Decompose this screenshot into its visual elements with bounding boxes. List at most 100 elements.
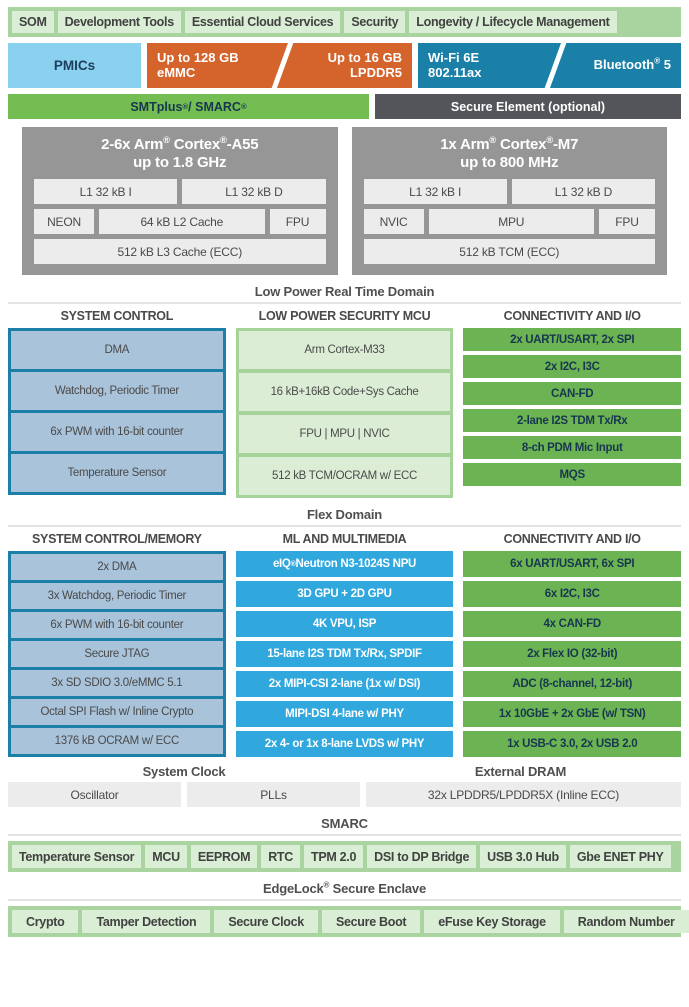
domain-item: 4K VPU, ISP (235, 611, 454, 638)
domain-item: DMA (11, 331, 223, 370)
smarc-section-title: SMARC (321, 816, 368, 832)
domain-item: MQS (463, 463, 682, 487)
domain-column-heading: LOW POWER SECURITY MCU (258, 309, 431, 324)
cpu-core-cell: L1 32 kB I (363, 179, 507, 205)
external-dram-head: External DRAM (474, 764, 567, 780)
cpu-core-cell: NEON (34, 209, 94, 235)
domain-item: 512 kB TCM/OCRAM w/ ECC (238, 457, 451, 496)
domain-column-heading: CONNECTIVITY AND I/O (503, 309, 641, 324)
smarc-chip-4: TPM 2.0 (304, 845, 364, 869)
cpu-core-cell: FPU (599, 209, 655, 235)
domain-item: Arm Cortex-M33 (238, 331, 451, 370)
smarc-chip-3: RTC (261, 845, 300, 869)
domain-item: 1x USB-C 3.0, 2x USB 2.0 (463, 731, 682, 758)
domain-item: 2x MIPI-CSI 2-lane (1x w/ DSI) (235, 671, 454, 698)
domain-item: 6x I2C, I3C (463, 581, 682, 608)
item-stack: 6x UART/USART, 6x SPI 6x I2C, I3C 4x CAN-F… (463, 551, 682, 758)
cpu-core-row: 512 kB L3 Cache (ECC) (34, 239, 326, 265)
divider (8, 525, 681, 528)
smarc-chip-5: DSI to DP Bridge (367, 845, 477, 869)
domain-item: 8-ch PDM Mic Input (463, 436, 682, 460)
cpu-core-cell: 64 kB L2 Cache (99, 209, 265, 235)
domain-column-2: CONNECTIVITY AND I/O 2x UART/USART, 2x SP… (463, 309, 682, 498)
secure-element-block: Secure Element (optional) (375, 94, 681, 119)
domain-column-heading: CONNECTIVITY AND I/O (503, 532, 641, 547)
domain-item: Octal SPI Flash w/ Inline Crypto (11, 699, 223, 726)
domain-item: FPU | MPU | NVIC (238, 415, 451, 454)
domain-item: 3D GPU + 2D GPU (235, 581, 454, 608)
cpu-core-cell: FPU (269, 209, 326, 235)
cpu-core-row: 512 kB TCM (ECC) (363, 239, 655, 265)
clock-dram-box-2: 32x LPDDR5/LPDDR5X (Inline ECC) (366, 782, 681, 808)
pmics-block: PMICs (8, 43, 141, 88)
som-band-chip-2: Essential Cloud Services (184, 11, 341, 33)
som-band-chip-3: Security (344, 11, 406, 33)
smarc-chip-1: MCU (145, 845, 187, 869)
domain-item: MIPI-DSI 4-lane w/ PHY (235, 701, 454, 728)
som-band-chip-0: SOM (12, 11, 54, 33)
domain-column-2: CONNECTIVITY AND I/O 6x UART/USART, 6x SP… (463, 532, 682, 758)
som-band-chip-4: Longevity / Lifecycle Management (409, 11, 617, 33)
domain-column-heading: ML AND MULTIMEDIA (282, 532, 407, 547)
smarc-secure-band: SMTplus® / SMARC® Secure Element (option… (8, 94, 681, 119)
diagonal-divider (541, 43, 570, 88)
domain-item: 15-lane I2S TDM Tx/Rx, SPDIF (235, 641, 454, 668)
divider (8, 302, 681, 305)
domain-item: 6x UART/USART, 6x SPI (463, 551, 682, 578)
domain-column-heading: SYSTEM CONTROL/MEMORY (32, 532, 202, 547)
domain-item: 16 kB+16kB Code+Sys Cache (238, 373, 451, 412)
domain-item: 4x CAN-FD (463, 611, 682, 638)
edgelock-chip-5: Random Number (563, 910, 689, 934)
domain-column-heading: SYSTEM CONTROL (60, 309, 174, 324)
cpu-core-cell: MPU (428, 209, 594, 235)
domain-item: 2x Flex IO (32-bit) (463, 641, 682, 668)
edgelock-chip-1: Tamper Detection (82, 910, 211, 934)
lp-domain-title: Low Power Real Time Domain (254, 284, 435, 300)
domain-item: CAN-FD (463, 382, 682, 406)
domain-item: Secure JTAG (11, 641, 223, 668)
edgelock-section-title: EdgeLock® Secure Enclave (263, 881, 426, 897)
cpu-core-cell: 512 kB TCM (ECC) (363, 239, 655, 265)
edgelock-chip-0: Crypto (12, 910, 79, 934)
domain-item: Temperature Sensor (11, 454, 223, 493)
cpu-core-cell: L1 32 kB I (34, 179, 178, 205)
domain-item: 2x I2C, I3C (463, 355, 682, 379)
divider (8, 834, 681, 837)
domain-item: Watchdog, Periodic Timer (11, 372, 223, 411)
domain-column-1: ML AND MULTIMEDIA eIQ® Neutron N3-1024S N… (235, 532, 454, 758)
clock-dram-box-1: PLLs (187, 782, 360, 808)
edgelock-chip-3: Secure Boot (321, 910, 421, 934)
edgelock-chip-4: eFuse Key Storage (424, 910, 560, 934)
domain-item: 1376 kB OCRAM w/ ECC (11, 728, 223, 755)
domain-item: 2x UART/USART, 2x SPI (463, 328, 682, 352)
smarc-chip-7: Gbe ENET PHY (569, 845, 671, 869)
clock-dram-box-0: Oscillator (8, 782, 181, 808)
divider (8, 899, 681, 902)
domain-item: 1x 10GbE + 2x GbE (w/ TSN) (463, 701, 682, 728)
smtplus-smarc-block: SMTplus® / SMARC® (8, 94, 369, 119)
